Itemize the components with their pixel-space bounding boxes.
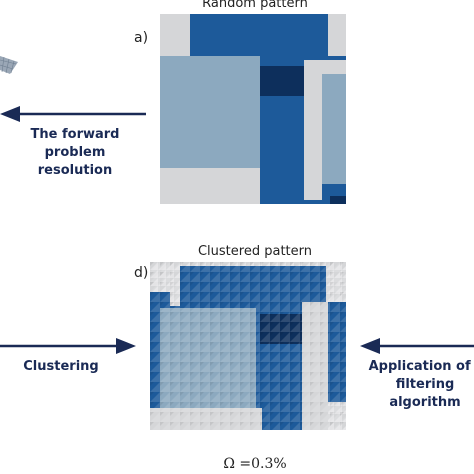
light-region	[160, 56, 260, 168]
grey-region	[328, 14, 346, 56]
filtering-label-line3: algorithm	[389, 395, 461, 410]
coverage-label: Ω =0.3%	[223, 456, 287, 472]
filtering-arrow	[360, 338, 474, 354]
clustering-arrow	[0, 338, 136, 354]
clustering-label: Clustering	[23, 359, 99, 374]
grey-region	[304, 60, 346, 74]
forward-label: The forward problem resolution	[0, 126, 150, 180]
grey-region	[160, 168, 260, 204]
random-pattern-image	[160, 14, 346, 204]
filtering-label: Application of t filtering algorithm	[360, 358, 474, 412]
forward-arrow	[0, 106, 146, 122]
clustered-pattern-image	[150, 262, 346, 430]
grey-region	[160, 14, 190, 56]
forward-label-line2: resolution	[37, 163, 113, 178]
bottom-panel-label: d)	[134, 265, 149, 281]
filtering-label-line1: Application of t	[368, 359, 474, 374]
top-panel-label: a)	[134, 30, 149, 46]
mesh-fragment	[0, 56, 18, 74]
navy-region	[260, 66, 304, 96]
forward-label-line1: The forward problem	[30, 127, 120, 160]
navy-region	[330, 196, 346, 204]
bottom-panel-title: Clustered pattern	[197, 244, 312, 259]
top-panel-title: Random pattern	[202, 0, 308, 11]
light-region	[322, 74, 346, 184]
grey-region	[304, 74, 322, 200]
filtering-label-line2: filtering	[395, 377, 455, 392]
